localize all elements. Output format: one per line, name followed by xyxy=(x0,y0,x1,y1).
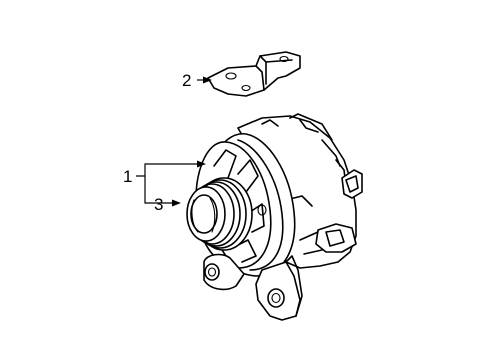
pulley xyxy=(186,177,253,251)
alternator-assembly xyxy=(186,113,363,321)
callout-3: 3 xyxy=(154,195,163,214)
mounting-bracket xyxy=(207,51,301,97)
leader-1 xyxy=(136,163,198,177)
arrow-2 xyxy=(203,76,212,84)
callout-2: 2 xyxy=(182,71,191,90)
leader-3 xyxy=(144,176,172,204)
arrow-3 xyxy=(172,199,181,207)
arrow-1 xyxy=(197,160,206,168)
leader-lines xyxy=(136,76,212,207)
callout-1: 1 xyxy=(123,167,132,186)
